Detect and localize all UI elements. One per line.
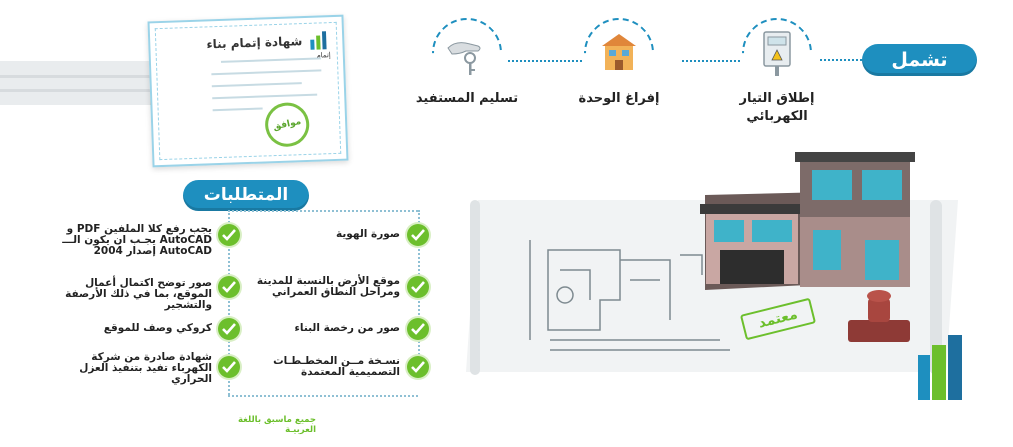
requirement-item: شهادة صادرة من شركة الكهرباء تفيد بتنفيذ…	[79, 351, 212, 385]
check-icon	[218, 318, 240, 340]
requirements-top-connector	[228, 210, 418, 212]
requirement-item: صورة الهوية	[336, 228, 400, 240]
check-icon	[407, 224, 429, 246]
step-connector	[508, 60, 582, 62]
step-label-handover: تسليم المستفيد	[415, 91, 519, 106]
check-icon	[218, 276, 240, 298]
check-icon	[218, 356, 240, 378]
check-icon	[407, 276, 429, 298]
includes-connector	[820, 59, 862, 61]
requirement-item: نسـخة مــن المخطـطـات التصميمية المعتمدة	[273, 355, 400, 378]
requirement-item: صور توضح اكتمال أعمال الموقع، بما في ذلك…	[65, 277, 212, 311]
check-icon	[407, 318, 429, 340]
key-hand-icon	[417, 3, 517, 103]
requirement-item: موقع الأرض بالنسبة للمدينة ومراحل النطاق…	[256, 275, 400, 298]
step-label-unit: إفراغ الوحدة	[578, 91, 660, 106]
requirements-title: المتطلبات	[183, 180, 309, 211]
requirements-bottom-connector	[228, 395, 418, 397]
requirement-item: كروكي وصف للموقع	[103, 322, 212, 334]
completion-certificate: إتمام شهادة إتمام بناء موافق	[147, 14, 349, 168]
check-icon	[407, 356, 429, 378]
electric-meter-icon	[727, 3, 827, 103]
house-icon	[569, 3, 669, 103]
house-on-blueprint-illustration	[470, 152, 962, 400]
requirement-item: صور من رخصة البناء	[294, 322, 400, 334]
requirements-left-connector	[228, 210, 230, 395]
check-icon	[218, 224, 240, 246]
step-connector	[682, 60, 740, 62]
footnote: جميع ماسبق باللغة العربيـة	[238, 415, 316, 435]
etmam-logo-icon	[308, 29, 331, 52]
step-label-electricity: إطلاق التيار الكهربائي	[739, 91, 815, 124]
requirement-item: يجب رفع كلا الملفين PDF و AutoCAD يجـب ا…	[62, 223, 212, 257]
includes-title: تشمل	[862, 44, 977, 76]
